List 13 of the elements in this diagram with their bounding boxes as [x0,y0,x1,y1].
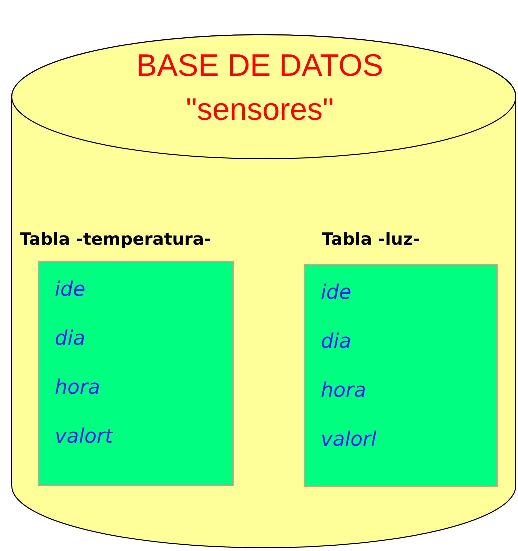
field-name: valort [55,424,113,448]
table [20,230,234,486]
field-name: dia [321,329,352,353]
field-name: ide [321,280,352,304]
field-name: valorl [321,427,377,451]
database-title: BASE DE DATOS "sensores" [136,47,384,129]
table-heading: Tabla -luz- [322,230,420,250]
table-heading: Tabla -temperatura- [20,230,212,250]
field-name: hora [321,378,366,402]
field-name: hora [55,375,100,399]
field-name: dia [55,326,86,350]
field-name: ide [55,277,86,301]
database-cylinder [11,34,517,550]
